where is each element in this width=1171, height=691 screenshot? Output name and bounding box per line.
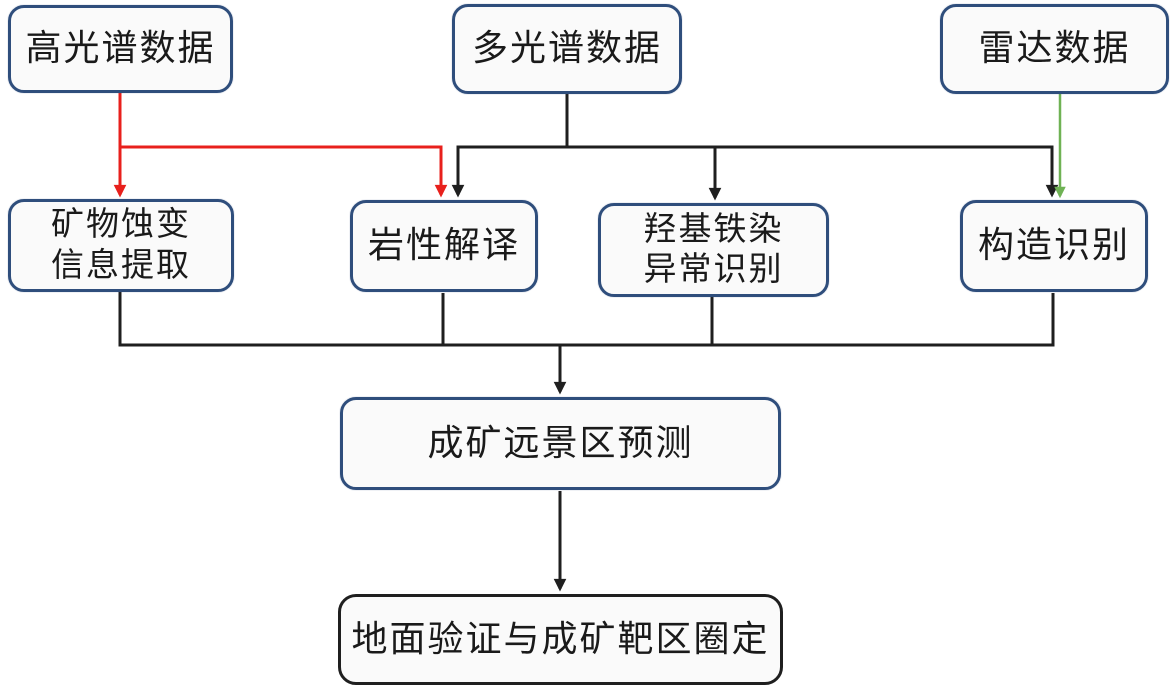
- node-structure-recognition: 构造识别: [960, 200, 1148, 292]
- node-label: 多光谱数据: [471, 28, 662, 69]
- node-hyperspectral-data: 高光谱数据: [8, 5, 233, 93]
- node-label: 雷达数据: [978, 28, 1131, 69]
- node-lithology-interpretation: 岩性解译: [350, 200, 538, 292]
- node-label: 异常识别: [643, 252, 784, 288]
- node-label: 羟基铁染: [643, 211, 784, 248]
- node-radar-data: 雷达数据: [940, 4, 1169, 94]
- node-label: 岩性解译: [367, 225, 520, 266]
- node-mineral-alteration-extraction: 矿物蚀变 信息提取: [8, 199, 234, 292]
- node-hydroxyl-iron-anomaly: 羟基铁染 异常识别: [598, 203, 829, 297]
- node-label: 高光谱数据: [25, 28, 216, 69]
- node-label: 信息提取: [51, 247, 191, 284]
- node-ground-verification-target-delineation: 地面验证与成矿靶区圈定: [338, 594, 783, 685]
- node-label: 地面验证与成矿靶区圈定: [351, 618, 770, 659]
- node-label: 构造识别: [977, 225, 1130, 266]
- node-prospective-area-prediction: 成矿远景区预测: [340, 397, 781, 490]
- node-label: 矿物蚀变: [51, 207, 191, 244]
- node-multispectral-data: 多光谱数据: [452, 4, 682, 94]
- edge-hyperspectral-to-lithology: [120, 145, 448, 198]
- node-label: 成矿远景区预测: [427, 422, 694, 463]
